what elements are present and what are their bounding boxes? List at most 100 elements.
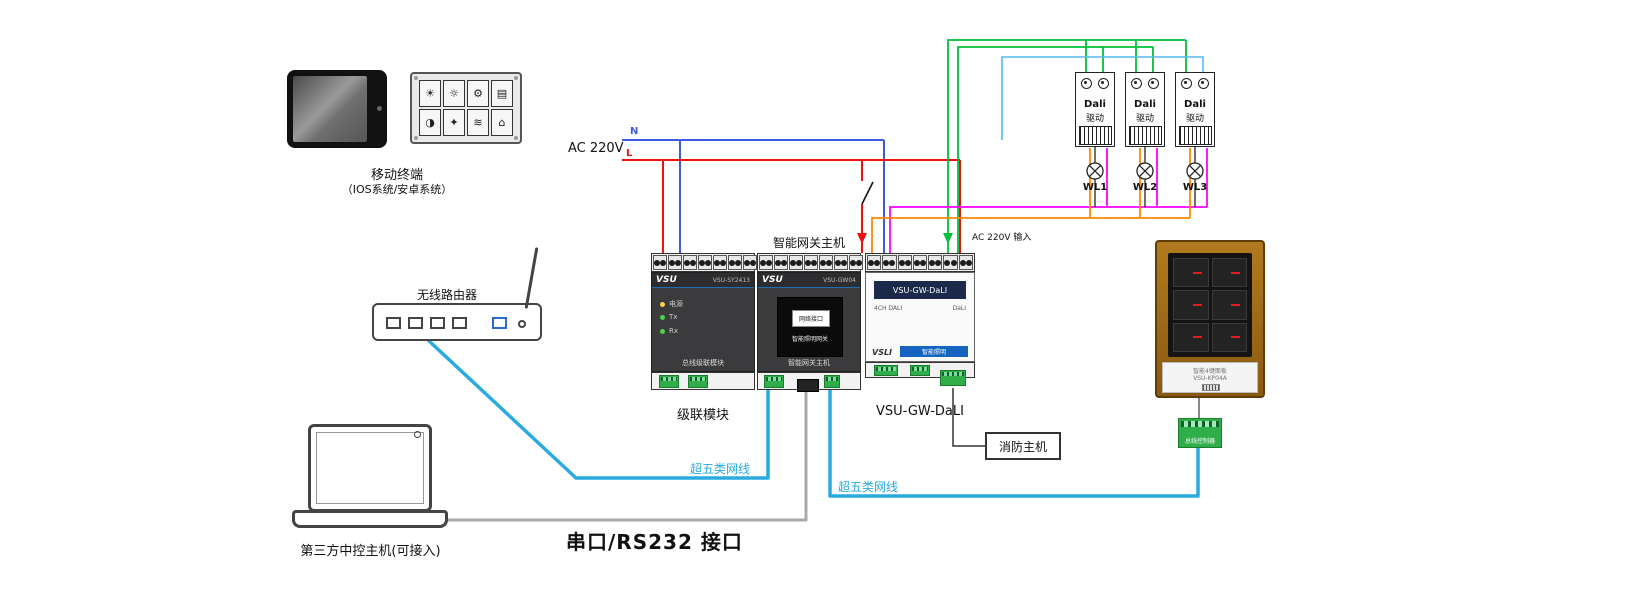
keypad-icon: ◑ bbox=[419, 109, 441, 136]
wire-dali-arrow bbox=[943, 233, 953, 244]
cascade-module: VSU VSU-SY2413 电源 Tx Rx 总线级联模块 bbox=[651, 253, 757, 390]
driver-name: Dali bbox=[1084, 99, 1106, 110]
keypad-grid: ☀ ☼ ⚙ ▤ ◑ ✦ ≋ ⌂ bbox=[419, 80, 513, 136]
terminal-circle-icon bbox=[1181, 78, 1192, 89]
cat5-label-1: 超五类网线 bbox=[690, 462, 751, 476]
router-led-icon bbox=[518, 320, 526, 328]
terminal-circle-icon bbox=[1131, 78, 1142, 89]
bus-controller-connector: 总线控制器 bbox=[1178, 418, 1222, 448]
lamp-label-wl1: WL1 bbox=[1082, 182, 1108, 193]
gateway-module-body: VSU VSU-GW04 网络接口 智能照明网关 智能网关主机 bbox=[757, 272, 861, 372]
channel-text: 4CH DALI bbox=[874, 305, 903, 312]
dali-module-body: VSU-GW-DaLI 4CH DALI DaLI VSLI 智能照明 bbox=[865, 272, 975, 362]
green-connector bbox=[824, 375, 840, 388]
mobile-terminal-label: 移动终端 bbox=[370, 168, 423, 183]
terminal-pair bbox=[849, 255, 863, 270]
tablet-screen bbox=[293, 76, 367, 142]
striped-terminal bbox=[1129, 126, 1162, 145]
router-label: 无线路由器 bbox=[416, 288, 477, 302]
wireless-router bbox=[372, 247, 542, 341]
dali-driver-3: Dali 驱动 bbox=[1175, 72, 1215, 147]
terminal-strip bbox=[865, 253, 975, 272]
green-connector bbox=[764, 375, 784, 388]
terminal-circle-icon bbox=[1098, 78, 1109, 89]
rs232-port bbox=[797, 379, 819, 392]
green-connector bbox=[910, 365, 930, 376]
dali-gateway-module: VSU-GW-DaLI 4CH DALI DaLI VSLI 智能照明 bbox=[865, 253, 975, 386]
keypad-device: ☀ ☼ ⚙ ▤ ◑ ✦ ≋ ⌂ bbox=[410, 72, 522, 144]
laptop-screen bbox=[308, 424, 432, 512]
switch-blade bbox=[861, 181, 874, 205]
panel-button bbox=[1173, 258, 1209, 288]
striped-terminal bbox=[1179, 126, 1212, 145]
driver-name: Dali bbox=[1134, 99, 1156, 110]
panel-model: VSU-KP04A bbox=[1193, 375, 1227, 382]
bottom-strip bbox=[651, 372, 755, 390]
green-connector bbox=[659, 375, 679, 388]
laptop-display bbox=[316, 432, 424, 504]
terminal-pair bbox=[912, 255, 928, 270]
terminal-pair bbox=[834, 255, 848, 270]
wire-aux bbox=[1001, 56, 1204, 140]
dali-driver-1: Dali 驱动 bbox=[1075, 72, 1115, 147]
tablet-device bbox=[287, 70, 387, 148]
module-caption: 智能网关主机 bbox=[788, 359, 830, 367]
terminal-pair bbox=[928, 255, 943, 270]
lamp-wl1 bbox=[1086, 147, 1104, 207]
brand-strip: 智能照明 bbox=[900, 346, 968, 357]
brand-logo: VSU bbox=[762, 275, 783, 285]
cable-cat5-panel bbox=[828, 390, 1200, 498]
terminal-pair bbox=[897, 255, 912, 270]
dali-driver-2: Dali 驱动 bbox=[1125, 72, 1165, 147]
terminal-pair bbox=[958, 255, 973, 270]
lan-port bbox=[408, 317, 423, 329]
fire-host-line bbox=[952, 388, 985, 447]
wan-port bbox=[492, 317, 507, 329]
panel-button bbox=[1211, 290, 1247, 320]
terminal-circle-icon bbox=[1148, 78, 1159, 89]
screw-icon bbox=[514, 136, 518, 140]
ac-220v-label: AC 220V bbox=[568, 141, 624, 156]
lamp-label-wl3: WL3 bbox=[1182, 182, 1208, 193]
terminal-strip bbox=[757, 253, 863, 272]
module-caption: 总线级联模块 bbox=[682, 359, 724, 367]
terminal-circle-icon bbox=[1198, 78, 1209, 89]
wire-live-arrow bbox=[857, 233, 867, 244]
display-area: 网络接口 智能照明网关 bbox=[777, 297, 843, 357]
panel-pins-icon bbox=[1202, 384, 1220, 391]
terminal-pair bbox=[668, 255, 682, 270]
keypad-icon: ⚙ bbox=[467, 80, 489, 107]
cat5-label-2: 超五类网线 bbox=[838, 480, 899, 494]
gateway-module: VSU VSU-GW04 网络接口 智能照明网关 智能网关主机 bbox=[757, 253, 863, 392]
led-label: Tx bbox=[669, 313, 678, 321]
wire-lamp-magenta bbox=[889, 148, 1208, 253]
terminal-pair bbox=[774, 255, 788, 270]
wire-neutral bbox=[622, 139, 885, 253]
laptop-label: 第三方中控主机(可接入) bbox=[300, 544, 441, 559]
cable-cat5-router bbox=[426, 338, 770, 480]
panel-button bbox=[1211, 258, 1247, 288]
terminal-pair bbox=[743, 255, 757, 270]
tablet-camera-icon bbox=[377, 106, 382, 111]
smart-wall-panel: 智能4键面板 VSU-KP04A bbox=[1155, 240, 1265, 398]
brand-logo: VSU bbox=[656, 275, 677, 285]
display-caption: 智能照明网关 bbox=[791, 336, 828, 343]
cascade-module-label: 级联模块 bbox=[676, 408, 729, 423]
terminal-pair bbox=[819, 255, 833, 270]
cascade-module-body: VSU VSU-SY2413 电源 Tx Rx 总线级联模块 bbox=[651, 272, 755, 372]
display-screen: 网络接口 bbox=[792, 310, 830, 327]
panel-label-area: 智能4键面板 VSU-KP04A bbox=[1162, 362, 1258, 393]
dali-text: DaLI bbox=[952, 305, 966, 312]
fire-host-label: 消防主机 bbox=[998, 439, 1047, 454]
wire-lamp-orange bbox=[871, 148, 1191, 253]
gateway-host-label: 智能网关主机 bbox=[772, 236, 845, 250]
panel-button bbox=[1173, 290, 1209, 320]
terminal-strip bbox=[651, 253, 757, 272]
keypad-icon: ✦ bbox=[443, 109, 465, 136]
terminal-pair bbox=[943, 255, 958, 270]
panel-name: 智能4键面板 bbox=[1193, 368, 1227, 375]
module-display: VSU-GW-DaLI bbox=[874, 281, 966, 299]
panel-button bbox=[1211, 322, 1247, 352]
